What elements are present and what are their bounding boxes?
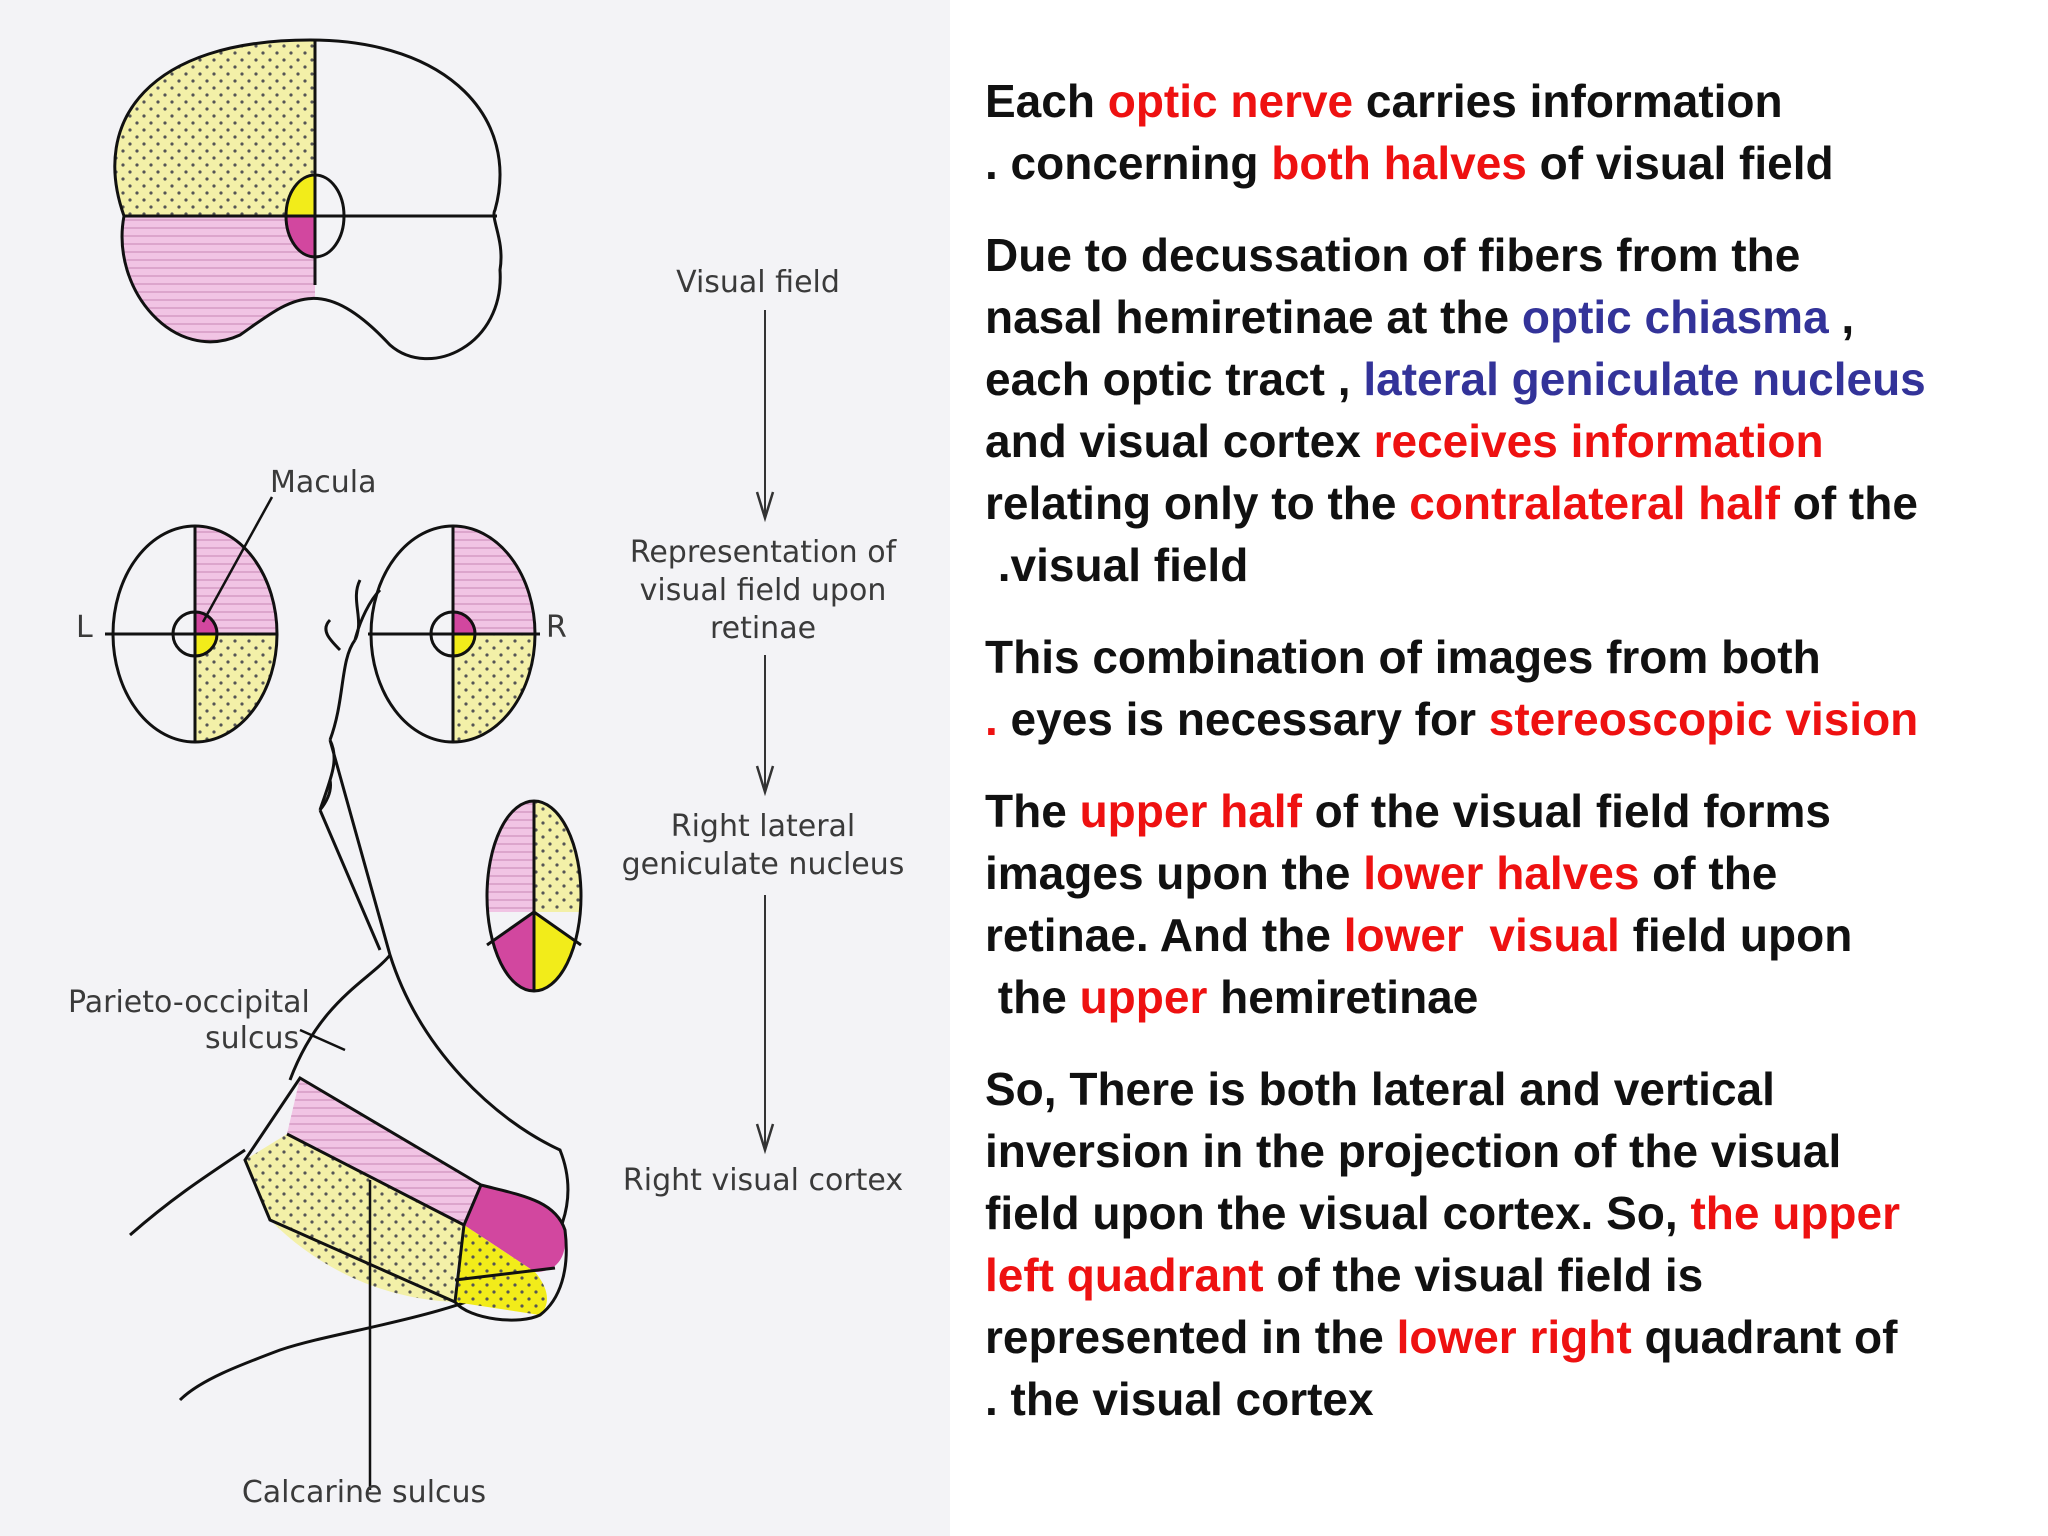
text-line: field upon the visual cortex. So, the up… — [985, 1182, 2045, 1244]
text-line: The upper half of the visual field forms — [985, 780, 2045, 842]
text-line: relating only to the contralateral half … — [985, 472, 2045, 534]
text-segment: hemiretinae — [1207, 971, 1479, 1023]
paragraph-inversion: So, There is both lateral and vertical in… — [985, 1058, 2045, 1430]
text-segment: represented in the — [985, 1311, 1397, 1363]
visual-cortex-shape — [129, 579, 570, 1490]
text-segment: nasal hemiretinae at the — [985, 291, 1522, 343]
text-line: represented in the lower right quadrant … — [985, 1306, 2045, 1368]
text-segment: eyes is necessary for — [997, 693, 1489, 745]
visual-pathway-diagram: Macula L R Parieto-occipital sulcus Calc… — [68, 38, 905, 1510]
flow-lgn-line2: geniculate nucleus — [622, 847, 905, 882]
text-segment: The — [985, 785, 1080, 837]
highlight-red: stereoscopic vision — [1488, 693, 1919, 745]
paragraph-optic-nerve: Each optic nerve carries information. co… — [985, 70, 2045, 194]
text-segment: inversion in the projection of the visua… — [985, 1125, 1842, 1177]
text-line: . eyes is necessary for stereoscopic vis… — [985, 688, 2045, 750]
text-segment: the — [985, 971, 1080, 1023]
text-segment: retinae. And the — [985, 909, 1344, 961]
text-segment: of the — [1779, 477, 1918, 529]
text-line: . concerning both halves of visual field — [985, 132, 2045, 194]
text-segment: quadrant of — [1631, 1311, 1898, 1363]
highlight-red: both halves — [1271, 137, 1527, 189]
right-retina — [368, 524, 540, 744]
highlight-red: upper half — [1079, 785, 1302, 837]
text-segment: each optic tract , — [985, 353, 1364, 405]
text-line: So, There is both lateral and vertical — [985, 1058, 2045, 1120]
text-segment: So, There is both lateral and vertical — [985, 1063, 1775, 1115]
flow-lgn-line1: Right lateral — [671, 809, 856, 844]
highlight-red: receives information — [1373, 415, 1824, 467]
pathway-flowchart: Visual field Representation of visual fi… — [622, 265, 905, 1198]
flow-cortex: Right visual cortex — [623, 1163, 903, 1198]
text-segment: Each — [985, 75, 1108, 127]
calcarine-sulcus-label: Calcarine sulcus — [242, 1475, 486, 1510]
text-line: nasal hemiretinae at the optic chiasma , — [985, 286, 2045, 348]
flow-retinae-line1: Representation of — [630, 535, 898, 570]
text-segment: field upon the visual cortex. So, — [985, 1187, 1691, 1239]
text-line: each optic tract , lateral geniculate nu… — [985, 348, 2045, 410]
highlight-red: lower halves — [1363, 847, 1640, 899]
text-segment: relating only to the — [985, 477, 1410, 529]
text-line: inversion in the projection of the visua… — [985, 1120, 2045, 1182]
highlight-red: contralateral half — [1409, 477, 1780, 529]
text-segment: of the visual field is — [1263, 1249, 1704, 1301]
highlight-blue: optic chiasma — [1521, 291, 1829, 343]
highlight-red: optic nerve — [1107, 75, 1354, 127]
highlight-red: lower visual — [1343, 909, 1620, 961]
text-line: . the visual cortex — [985, 1368, 2045, 1430]
anatomy-figure: Macula L R Parieto-occipital sulcus Calc… — [0, 0, 950, 1536]
left-eye-label: L — [76, 610, 93, 645]
text-line: the upper hemiretinae — [985, 966, 2045, 1028]
highlight-red: lower right — [1396, 1311, 1632, 1363]
left-retina — [105, 496, 279, 744]
text-segment: Due to decussation of fibers from the — [985, 229, 1801, 281]
text-line: Due to decussation of fibers from the — [985, 224, 2045, 286]
text-segment: carries information — [1353, 75, 1783, 127]
text-segment: of the visual field forms — [1301, 785, 1831, 837]
highlight-blue: lateral geniculate nucleus — [1363, 353, 1926, 405]
highlight-red: the upper — [1690, 1187, 1901, 1239]
macula-label: Macula — [270, 465, 377, 500]
text-segment: and visual cortex — [985, 415, 1374, 467]
explanation-text-panel: Each optic nerve carries information. co… — [985, 70, 2045, 1460]
sulcus-label: sulcus — [205, 1021, 299, 1056]
text-line: Each optic nerve carries information — [985, 70, 2045, 132]
text-segment: images upon the — [985, 847, 1364, 899]
highlight-red: upper — [1079, 971, 1208, 1023]
text-segment: .visual field — [985, 539, 1249, 591]
lateral-geniculate-nucleus-shape — [485, 799, 583, 993]
flow-visual-field: Visual field — [676, 265, 840, 300]
text-segment: This combination of images from both — [985, 631, 1821, 683]
highlight-red: . — [985, 693, 998, 745]
text-line: and visual cortex receives information — [985, 410, 2045, 472]
text-line: left quadrant of the visual field is — [985, 1244, 2045, 1306]
paragraph-stereoscopic: This combination of images from both. ey… — [985, 626, 2045, 750]
text-segment: of visual field — [1526, 137, 1834, 189]
paragraph-upper-half: The upper half of the visual field forms… — [985, 780, 2045, 1028]
text-segment: of the — [1639, 847, 1778, 899]
highlight-red: left quadrant — [985, 1249, 1264, 1301]
text-segment: field upon — [1619, 909, 1853, 961]
text-line: images upon the lower halves of the — [985, 842, 2045, 904]
text-segment: , — [1828, 291, 1855, 343]
parieto-occipital-label: Parieto-occipital — [68, 985, 310, 1020]
text-line: retinae. And the lower visual field upon — [985, 904, 2045, 966]
visual-field-shape — [113, 38, 503, 361]
text-line: .visual field — [985, 534, 2045, 596]
flow-retinae-line3: retinae — [710, 611, 816, 646]
text-line: This combination of images from both — [985, 626, 2045, 688]
text-segment: . concerning — [985, 137, 1272, 189]
text-segment: . the visual cortex — [985, 1373, 1374, 1425]
flow-retinae-line2: visual field upon — [640, 573, 887, 608]
right-eye-label: R — [546, 610, 567, 645]
